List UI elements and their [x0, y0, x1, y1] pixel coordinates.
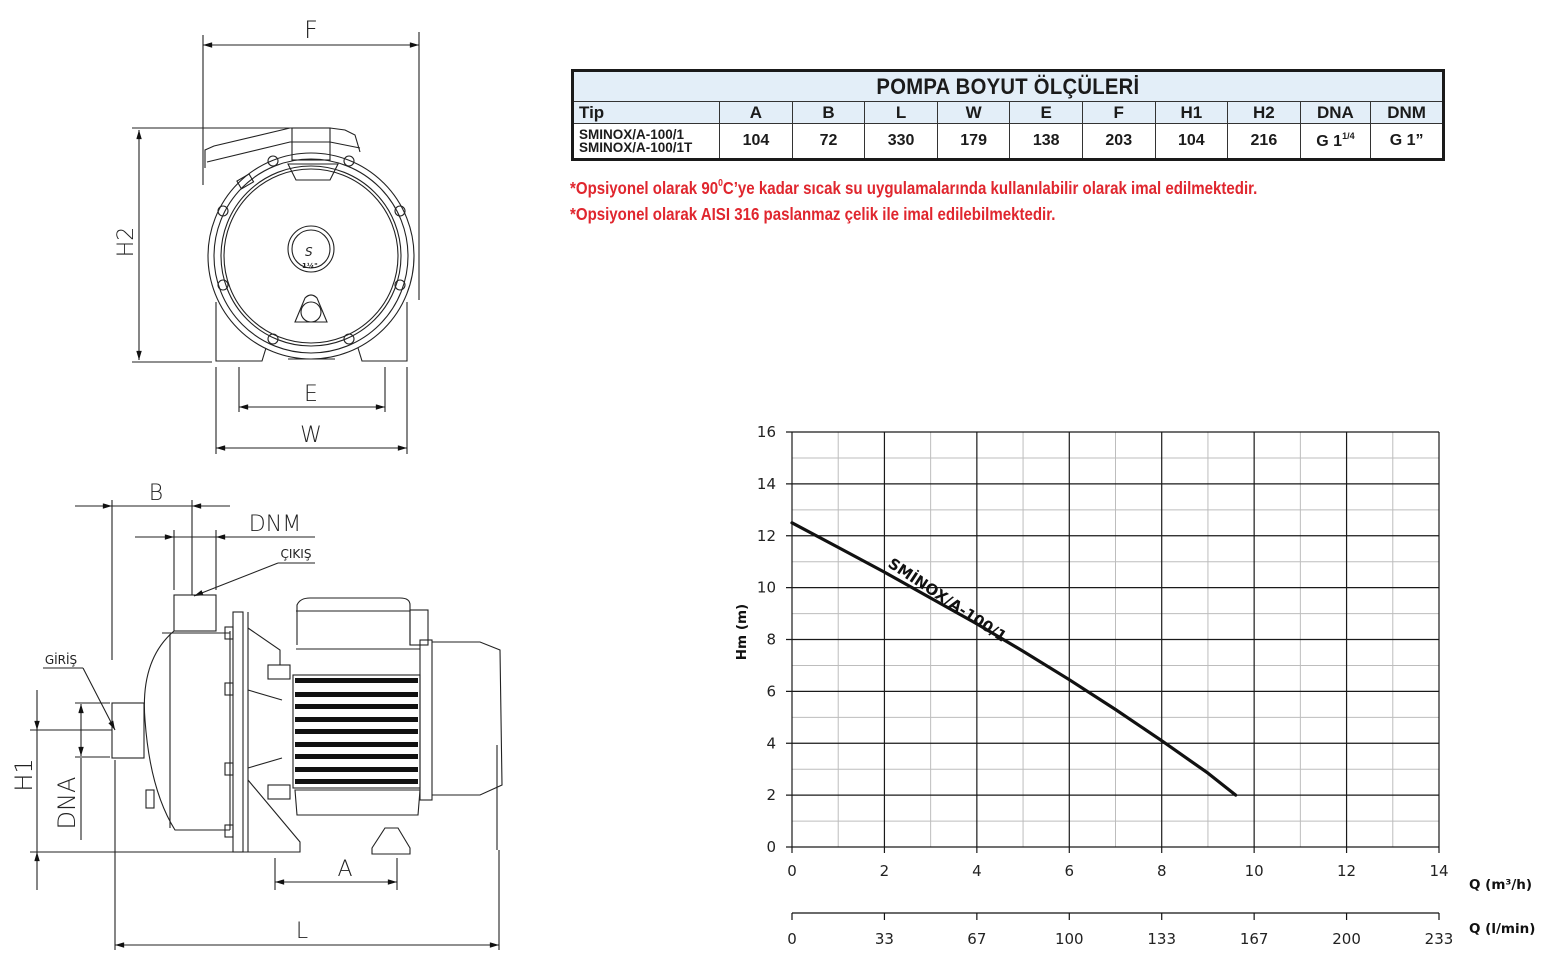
- svg-text:4: 4: [972, 862, 982, 880]
- cell-b: 72: [791, 123, 866, 160]
- model-name: SMINOX/A-100/1T: [579, 140, 693, 155]
- dim-label-DNA: DNA: [53, 777, 81, 830]
- column-header-dna: DNA: [1299, 101, 1372, 124]
- column-header-f: F: [1081, 101, 1156, 124]
- column-header-dnm: DNM: [1370, 101, 1444, 124]
- column-header-a: A: [719, 101, 793, 124]
- column-header-e: E: [1009, 101, 1083, 124]
- motor-cooling-fins: [295, 678, 418, 784]
- cell-l: 330: [864, 123, 938, 160]
- dim-label-A: A: [337, 857, 352, 882]
- column-header-h2: H2: [1227, 101, 1301, 124]
- curve-label: SMİNOX/A-100/1: [885, 553, 1011, 645]
- column-header-h1: H1: [1154, 101, 1229, 124]
- svg-text:14: 14: [757, 475, 776, 493]
- column-header-tip: Tip: [571, 101, 721, 124]
- column-header-w: W: [936, 101, 1011, 124]
- svg-text:6: 6: [766, 682, 776, 700]
- svg-text:167: 167: [1240, 930, 1269, 948]
- dim-label-DNM: DNM: [249, 512, 301, 537]
- model-name: SMINOX/A-100/1: [579, 127, 685, 142]
- side-view-drawing: [30, 500, 503, 950]
- note-aisi316-option: *Opsiyonel olarak AISI 316 paslanmaz çel…: [570, 204, 1056, 224]
- dim-label-F: F: [304, 16, 318, 44]
- svg-text:200: 200: [1332, 930, 1361, 948]
- y-axis-title: Hm (m): [734, 604, 750, 660]
- outlet-label: ÇIKIŞ: [281, 547, 312, 561]
- svg-text:14: 14: [1429, 862, 1448, 880]
- inlet-size-marking: 1¼": [302, 262, 318, 270]
- cell-e: 138: [1009, 123, 1083, 160]
- x2-axis-title: Q (l/min): [1469, 921, 1535, 937]
- table-row: SMINOX/A-100/1 SMINOX/A-100/1T 104 72 33…: [571, 123, 1444, 160]
- svg-text:12: 12: [1337, 862, 1356, 880]
- cell-w: 179: [936, 123, 1011, 160]
- dim-label-B: B: [149, 481, 163, 506]
- svg-text:16: 16: [757, 423, 776, 441]
- curve-sminox-a-100-1: [790, 521, 1238, 797]
- cell-a: 104: [719, 123, 793, 160]
- column-header-l: L: [864, 101, 938, 124]
- svg-text:12: 12: [757, 527, 776, 545]
- x-axis-ticks: 0 2 4 6 8 10 12 14: [787, 862, 1448, 880]
- svg-text:67: 67: [967, 930, 986, 948]
- svg-text:33: 33: [875, 930, 894, 948]
- svg-text:8: 8: [766, 631, 776, 649]
- inlet-marking-icon: S: [305, 245, 313, 259]
- dim-label-H2: H2: [114, 227, 139, 258]
- pump-dimensions-table: POMPA BOYUT ÖLÇÜLERİ Tip A B L W E F H1 …: [571, 69, 1445, 161]
- cell-dnm: G 1”: [1370, 123, 1444, 160]
- svg-text:6: 6: [1065, 862, 1075, 880]
- svg-text:2: 2: [880, 862, 890, 880]
- front-view-drawing: [132, 32, 420, 454]
- pump-technical-drawings: S 1¼" F H2 E W: [10, 16, 503, 950]
- column-header-b: B: [791, 101, 866, 124]
- inlet-label: GİRİŞ: [45, 652, 77, 667]
- svg-text:4: 4: [766, 734, 776, 752]
- chart-major-gridlines: [786, 431, 1440, 853]
- y-axis-ticks: 0 2 4 6 8 10 12 14 16: [757, 423, 776, 856]
- note-hot-water-option: *Opsiyonel olarak 900C’ye kadar sıcak su…: [570, 178, 1258, 198]
- model-cell: SMINOX/A-100/1 SMINOX/A-100/1T: [571, 123, 721, 160]
- svg-text:233: 233: [1425, 930, 1454, 948]
- cell-h2: 216: [1227, 123, 1301, 160]
- dim-label-W: W: [300, 423, 322, 448]
- dim-label-L: L: [296, 919, 308, 944]
- svg-text:0: 0: [766, 838, 776, 856]
- table-header-row: Tip A B L W E F H1 H2 DNA DNM: [571, 101, 1444, 124]
- dim-label-E: E: [304, 382, 318, 407]
- cell-dna: G 11/4: [1299, 123, 1372, 160]
- svg-text:133: 133: [1147, 930, 1176, 948]
- svg-text:2: 2: [766, 786, 776, 804]
- svg-text:0: 0: [787, 930, 797, 948]
- performance-curve-chart: 0 2 4 6 8 10 12 14 16 0 2 4 6 8 10 12 14 0 33 67 100 133 167…: [734, 423, 1535, 948]
- svg-text:10: 10: [757, 579, 776, 597]
- svg-text:10: 10: [1245, 862, 1264, 880]
- dim-label-H1: H1: [10, 758, 38, 791]
- svg-text:8: 8: [1157, 862, 1167, 880]
- table-title: POMPA BOYUT ÖLÇÜLERİ: [572, 70, 1444, 102]
- cell-f: 203: [1081, 123, 1156, 160]
- svg-text:100: 100: [1055, 930, 1084, 948]
- cell-h1: 104: [1154, 123, 1229, 160]
- svg-text:0: 0: [787, 862, 797, 880]
- secondary-x-axis: 0 33 67 100 133 167 200 233: [787, 912, 1454, 948]
- x-axis-title: Q (m³/h): [1469, 877, 1532, 893]
